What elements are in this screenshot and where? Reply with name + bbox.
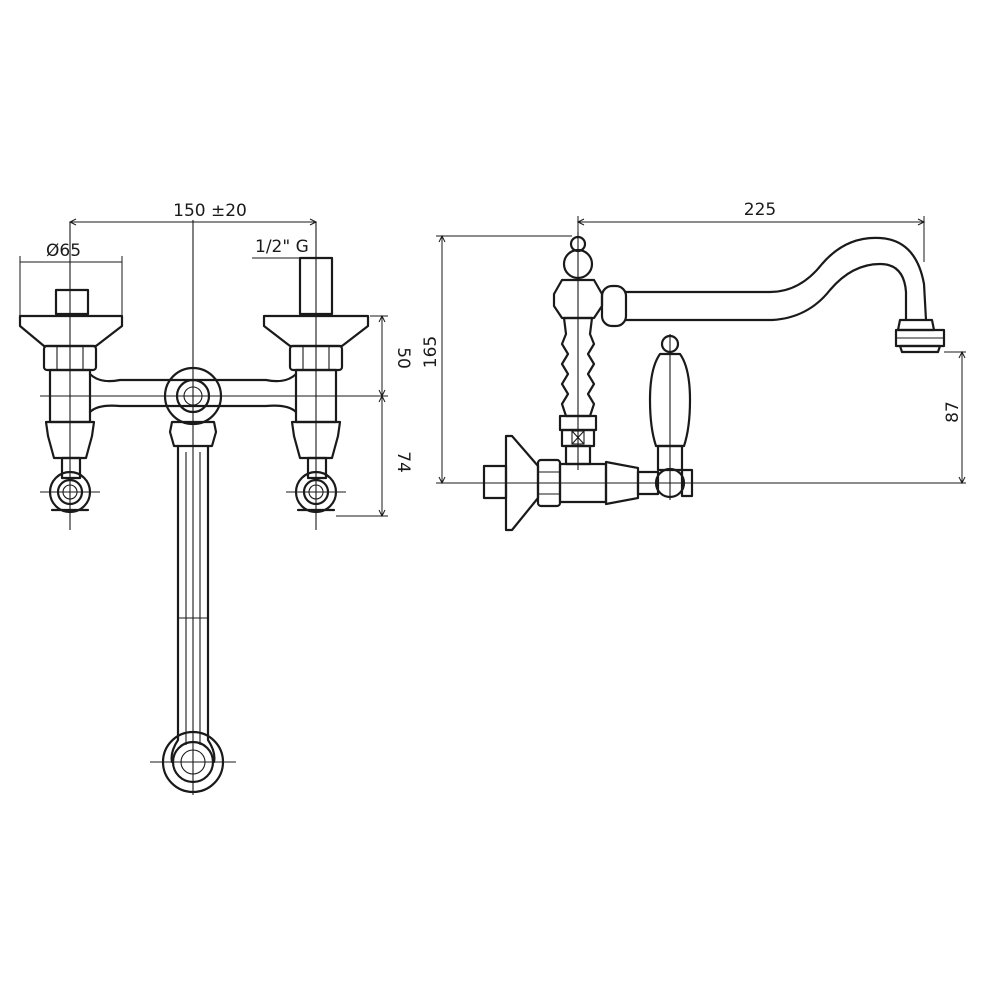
dimension-thread: 1/2" G: [252, 237, 332, 259]
dimension-height-lower-label: 74: [393, 451, 413, 473]
dimension-flange-diameter-label: Ø65: [46, 241, 81, 261]
front-center-lines: [40, 220, 388, 795]
side-column: [552, 232, 604, 470]
dimension-thread-label: 1/2" G: [255, 237, 309, 257]
dimension-centers-label: 150 ±20: [173, 201, 247, 221]
dimension-centers: 150 ±20: [68, 201, 318, 226]
dimension-overall-height-label: 165: [421, 336, 441, 368]
mixer-body: [88, 366, 298, 448]
left-wall-flange: [18, 288, 124, 514]
dimension-height-upper-label: 50: [393, 347, 413, 369]
side-wall-flange: [470, 434, 696, 532]
side-view: 225 165 87: [421, 200, 966, 532]
front-spout: [161, 444, 225, 794]
front-view: 150 ±20 Ø65 1/2" G 50 74: [18, 201, 413, 795]
side-handle: [648, 334, 692, 500]
dimension-front-heights: 50 74: [336, 314, 413, 518]
dimension-spout-height-label: 87: [943, 401, 963, 423]
dimension-reach-label: 225: [744, 200, 776, 220]
side-spout: [600, 236, 946, 354]
dimension-flange-diameter: Ø65: [19, 241, 123, 316]
dimension-overall-height: 165: [421, 234, 572, 485]
dimension-reach: 225: [576, 200, 926, 262]
dimension-spout-height: 87: [696, 350, 966, 485]
